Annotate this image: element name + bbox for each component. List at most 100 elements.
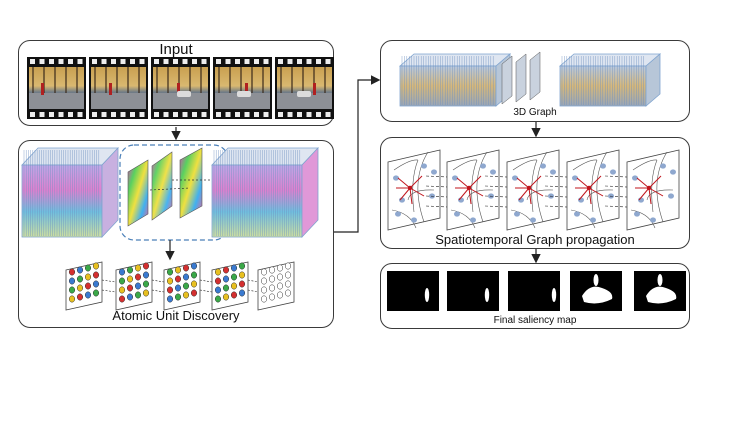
atomic-node (142, 280, 150, 288)
atomic-node (126, 275, 134, 283)
atomic-node (238, 280, 246, 288)
car-figure (297, 91, 311, 97)
graph-node (600, 163, 606, 169)
person-figure (109, 83, 112, 95)
graph-node (550, 169, 556, 175)
graph-node (514, 211, 520, 217)
atomic-node (284, 289, 292, 297)
atomic-node (222, 266, 230, 274)
graph-edge (648, 187, 664, 197)
person-figure (177, 83, 180, 95)
atomic-node (238, 271, 246, 279)
graph-node (512, 175, 518, 181)
salient-region (582, 286, 613, 304)
graph-edge (468, 187, 472, 205)
atomic-node (118, 295, 126, 303)
atomic-node (214, 295, 222, 303)
graph-edge (588, 175, 602, 189)
atomic-node (92, 262, 100, 270)
atomic-node (230, 291, 238, 299)
film-frame (275, 57, 334, 119)
atomic-node (230, 273, 238, 281)
graph-node (490, 169, 496, 175)
graph-node (530, 217, 536, 223)
atomic-node (276, 291, 284, 299)
atomic-node (276, 264, 284, 272)
atomic-node (182, 273, 190, 281)
salient-region (551, 288, 557, 302)
graph-node (452, 175, 458, 181)
graph-volume-left (398, 53, 512, 107)
atomic-node (284, 262, 292, 270)
atomic-node (68, 286, 76, 294)
graph-edge (636, 177, 650, 189)
atomic-node (84, 291, 92, 299)
atomic-node (260, 295, 268, 303)
graph-center-node (407, 185, 413, 191)
dashed-link (199, 279, 213, 283)
atomic-unit-title: Atomic Unit Discovery (112, 308, 240, 323)
graph-sheet (446, 149, 500, 231)
atomic-node (260, 286, 268, 294)
atomic-node (166, 295, 174, 303)
atomic-node (166, 268, 174, 276)
graph-edge (518, 187, 530, 201)
atomic-unit-grids (65, 261, 295, 311)
dashed-link (151, 289, 165, 293)
atomic-node (190, 289, 198, 297)
atomic-node (126, 284, 134, 292)
atomic-node (276, 282, 284, 290)
dashed-link (247, 289, 259, 293)
saliency-map (570, 271, 622, 311)
atomic-node (142, 271, 150, 279)
atomic-node (126, 293, 134, 301)
graph-node (574, 211, 580, 217)
saliency-map (387, 271, 439, 311)
atomic-node (268, 293, 276, 301)
dashed-link (101, 289, 117, 293)
graph-node (660, 163, 666, 169)
graph-node (411, 217, 417, 223)
atomic-node (284, 271, 292, 279)
film-frame (89, 57, 148, 119)
graph-node (650, 217, 656, 223)
atomic-node (214, 277, 222, 285)
atomic-node (268, 266, 276, 274)
dashed-link (101, 279, 117, 283)
graph-edge (528, 187, 532, 205)
graph-node (572, 175, 578, 181)
graph-edge (409, 175, 423, 189)
graph-edge (588, 187, 592, 205)
atomic-node (268, 275, 276, 283)
graph-node (395, 211, 401, 217)
atomic-node (222, 275, 230, 283)
graph-center-node (586, 185, 592, 191)
graph-volume-right (558, 53, 662, 107)
graph-edge (409, 187, 425, 197)
dashed-link (149, 187, 191, 191)
atomic-node (76, 293, 84, 301)
person-figure (41, 83, 44, 95)
film-frame (213, 57, 272, 119)
node-grid-sheet (257, 261, 295, 311)
graph-edge (528, 187, 544, 197)
film-frame (151, 57, 210, 119)
saliency-frames (387, 271, 686, 311)
salient-region (484, 288, 490, 302)
atomic-node (190, 271, 198, 279)
graph-node (470, 217, 476, 223)
atomic-node (182, 282, 190, 290)
graph-edge (588, 187, 604, 197)
graph-node (431, 169, 437, 175)
video-volume-left (21, 146, 119, 239)
graph-sheet (387, 149, 441, 231)
graph-node (610, 169, 616, 175)
graph-edge (648, 187, 652, 205)
atomic-node (84, 282, 92, 290)
input-filmstrip (27, 57, 334, 119)
graph-edge (468, 175, 482, 189)
atomic-node (174, 293, 182, 301)
graph-edge (468, 187, 484, 197)
graph-center-node (526, 185, 532, 191)
